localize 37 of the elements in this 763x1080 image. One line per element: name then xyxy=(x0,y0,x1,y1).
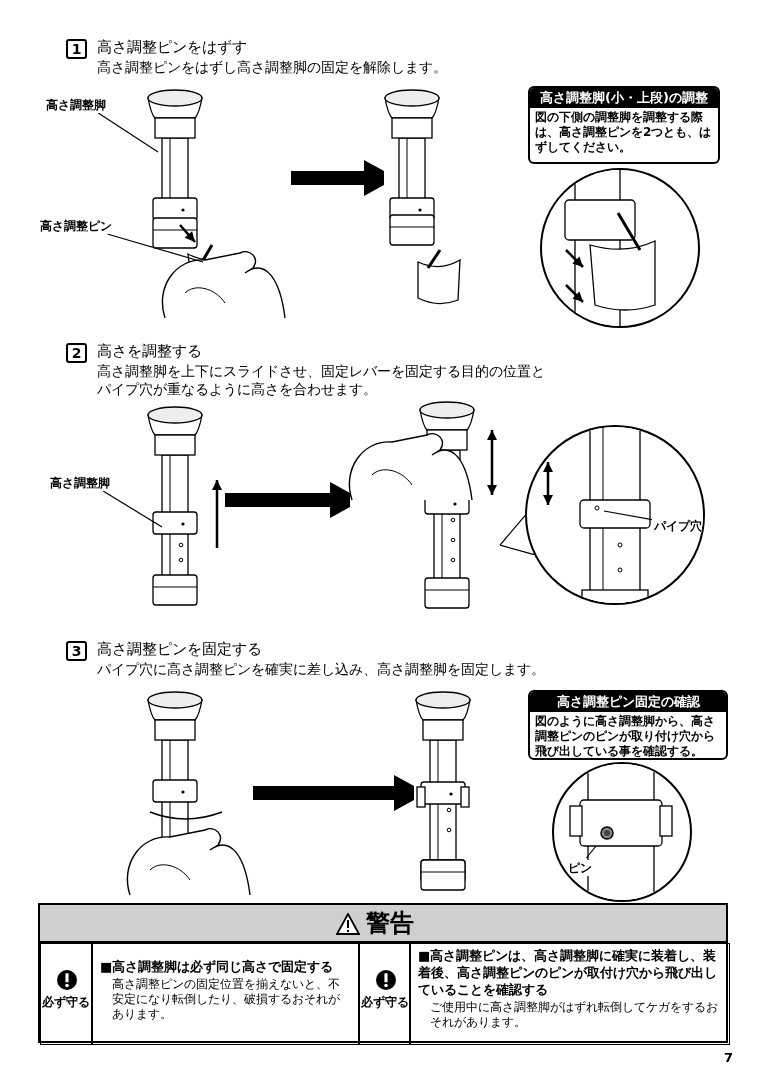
leader-line xyxy=(97,112,159,153)
step-description: パイプ穴に高さ調整ピンを確実に差し込み、高さ調整脚を固定します。 xyxy=(97,660,546,678)
page-number: 7 xyxy=(723,1050,733,1065)
info-box xyxy=(528,86,720,164)
leader-line xyxy=(106,233,204,263)
warning-cell xyxy=(92,943,359,1045)
icon-caption: 必ず守る xyxy=(360,994,409,1011)
warning-statement: ■高さ調整ピンは、高さ調整脚に確実に装着し、装着後、高さ調整ピンのピンが取付け穴から飛び出していることを確認する xyxy=(418,947,718,998)
leader-line xyxy=(603,510,653,521)
callout-pointer xyxy=(499,514,535,556)
step-number: 2 xyxy=(66,343,87,363)
leader-line xyxy=(102,490,163,528)
icon-cell xyxy=(359,943,410,1045)
warning-text: 高さ調整ピンの固定位置を揃えないと、不安定になり転倒したり、破損するおそれがあります。 xyxy=(111,977,341,1022)
icon-cell xyxy=(40,943,92,1045)
warning-statement: ■高さ調整脚は必ず同じ高さで固定する xyxy=(100,958,335,975)
warning-text: ご使用中に高さ調整脚がはずれ転倒してケガをするおそれがあります。 xyxy=(429,1000,719,1030)
step-description: 高さ調整ピンをはずし高さ調整脚の固定を解除します。 xyxy=(97,58,448,76)
step-heading: 高さを調整する xyxy=(97,342,203,360)
info-box-heading: 高さ調整脚(小・上段)の調整 xyxy=(530,88,718,108)
icon-caption: 必ず守る xyxy=(41,994,91,1011)
warning-cell xyxy=(410,943,730,1045)
step-number: 3 xyxy=(66,641,87,661)
warning-heading: 警告 xyxy=(366,909,414,937)
warning-panel xyxy=(38,903,728,1043)
part-label: パイプ穴 xyxy=(654,518,703,534)
step-number: 1 xyxy=(66,39,87,59)
info-box-text: 図のように高さ調整脚から、高さ調整ピンのピンが取り付け穴から飛び出している事を確認する。 xyxy=(534,713,716,758)
info-box-heading: 高さ調整ピン固定の確認 xyxy=(530,692,726,712)
step-heading: 高さ調整ピンを固定する xyxy=(97,640,263,658)
table-leg-drawing xyxy=(414,688,472,893)
step-heading: 高さ調整ピンをはずす xyxy=(97,38,248,56)
step-description: 高さ調整脚を上下にスライドさせ、固定レバーを固定する目的の位置とパイプ穴が重なるように高さを合わせます。 xyxy=(97,362,546,398)
leader-line xyxy=(585,845,597,859)
table-leg-drawing xyxy=(128,688,253,893)
info-box xyxy=(528,690,728,760)
info-box-text: 図の下側の調整脚を調整する際は、高さ調整ピンを2つとも、はずしてください。 xyxy=(534,109,713,156)
